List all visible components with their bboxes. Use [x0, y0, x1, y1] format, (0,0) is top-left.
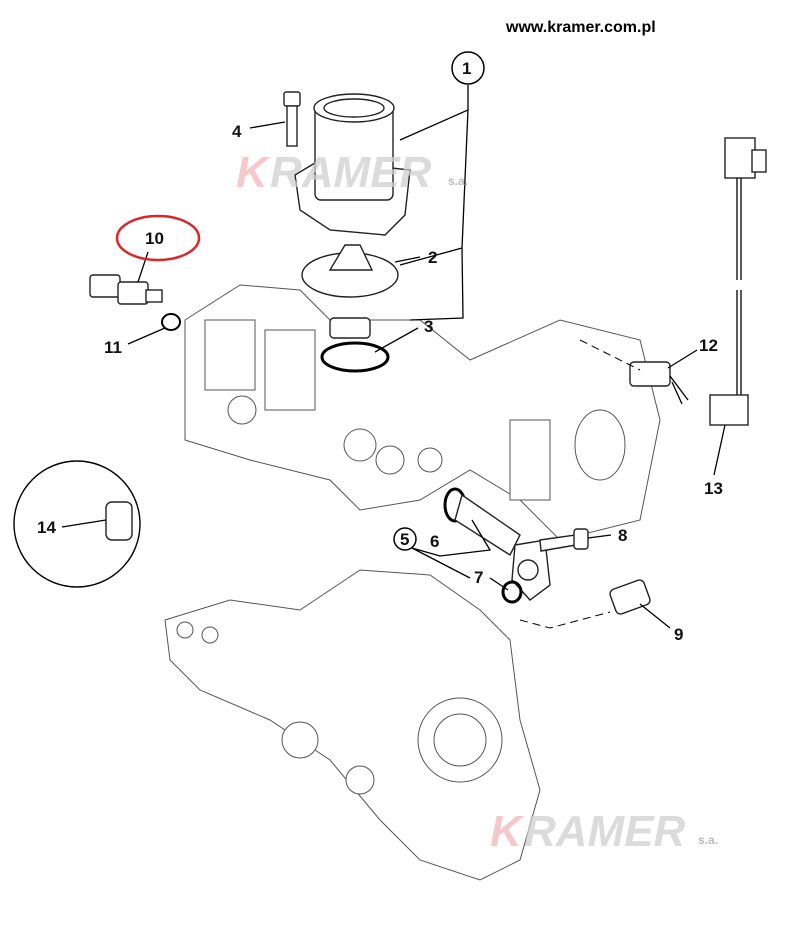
- watermark-brand: RAMER: [270, 148, 432, 197]
- part-9-plug: [609, 579, 651, 615]
- part-3-o-ring: [320, 317, 390, 373]
- part-11-seal-ring: [161, 313, 181, 331]
- timing-cover: [164, 569, 541, 881]
- callout-14[interactable]: 14: [37, 518, 56, 537]
- part-10-temperature-sensor: [89, 274, 163, 305]
- callout-7[interactable]: 7: [474, 568, 483, 587]
- watermark-bottom-brand: RAMER: [524, 807, 686, 856]
- part-1-thermostat-housing: [294, 93, 411, 236]
- watermark-top: K RAMER s.a.: [236, 148, 468, 197]
- callout-8[interactable]: 8: [618, 526, 627, 545]
- part-12-sensor: [629, 361, 689, 405]
- callout-10[interactable]: 10: [145, 229, 164, 248]
- svg-text:K: K: [236, 148, 271, 197]
- watermark-bottom-k: K: [490, 807, 525, 856]
- callout-circle-1: [451, 51, 485, 85]
- callout-3[interactable]: 3: [424, 317, 433, 336]
- callout-labels: 1 2 3 4 5 6 7 8 9 10 11 12 13 14: [37, 59, 723, 644]
- svg-text:K: K: [490, 807, 525, 856]
- part-4-bolt: [283, 91, 301, 147]
- part-8-bolt: [539, 528, 589, 552]
- highlight-ring: [115, 214, 201, 262]
- callout-12[interactable]: 12: [699, 336, 718, 355]
- part-7-o-ring: [501, 580, 523, 604]
- callout-5[interactable]: 5: [400, 530, 409, 549]
- part-13-wiring-harness: [709, 137, 767, 426]
- callout-circle-5: [393, 527, 417, 551]
- callout-11[interactable]: 11: [104, 338, 122, 357]
- callout-4[interactable]: 4: [232, 122, 242, 141]
- callout-9[interactable]: 9: [674, 625, 683, 644]
- site-url[interactable]: www.kramer.com.pl: [506, 19, 656, 36]
- engine-block: [184, 284, 661, 541]
- part-2-thermostat: [301, 244, 399, 298]
- callout-1[interactable]: 1: [462, 59, 471, 78]
- callout-2[interactable]: 2: [428, 248, 437, 267]
- watermark-bottom: K RAMER s.a.: [490, 807, 718, 856]
- callout-13[interactable]: 13: [704, 479, 723, 498]
- callout-6[interactable]: 6: [430, 532, 439, 551]
- watermark-bottom-suffix: s.a.: [698, 833, 718, 847]
- watermark-k: K: [236, 148, 271, 197]
- leader-lines: [61, 85, 726, 629]
- watermark-suffix: s.a.: [448, 174, 468, 188]
